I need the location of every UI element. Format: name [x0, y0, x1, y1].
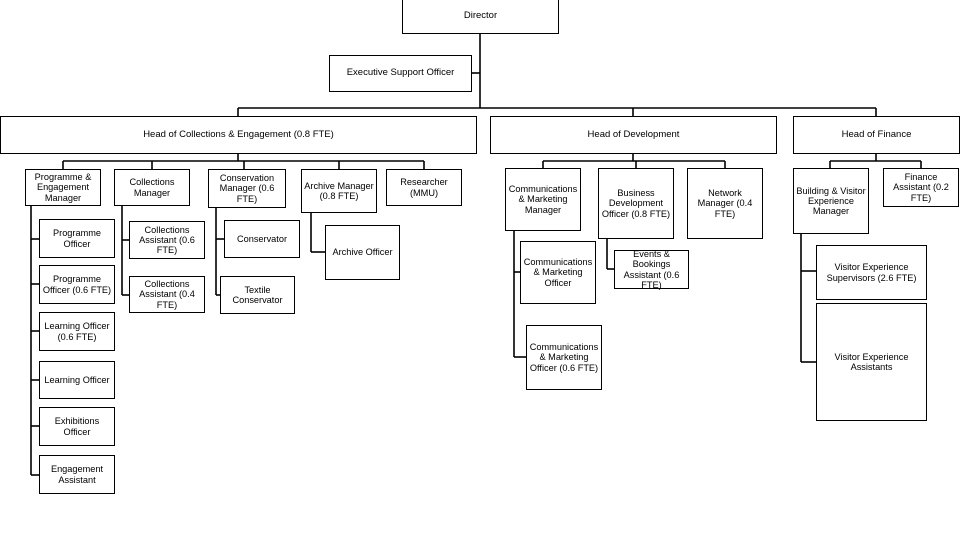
building-visitor-manager-box[interactable]: Building & Visitor Experience Manager [793, 168, 869, 234]
comms-manager-box[interactable]: Communications & Marketing Manager [505, 168, 581, 231]
learning-officer-box[interactable]: Learning Officer [39, 361, 115, 399]
exhibitions-officer-box[interactable]: Exhibitions Officer [39, 407, 115, 446]
finance-assistant-box[interactable]: Finance Assistant (0.2 FTE) [883, 168, 959, 207]
collections-assistant-2-box[interactable]: Collections Assistant (0.4 FTE) [129, 276, 205, 313]
archive-manager-box[interactable]: Archive Manager (0.8 FTE) [301, 169, 377, 213]
executive-support-box[interactable]: Executive Support Officer [329, 55, 472, 92]
conservation-manager-box[interactable]: Conservation Manager (0.6 FTE) [208, 169, 286, 208]
programme-manager-box[interactable]: Programme & Engagement Manager [25, 169, 101, 206]
visitor-assistants-box[interactable]: Visitor Experience Assistants [816, 303, 927, 421]
visitor-supervisors-box[interactable]: Visitor Experience Supervisors (2.6 FTE) [816, 245, 927, 300]
archive-officer-box[interactable]: Archive Officer [325, 225, 400, 280]
engagement-assistant-box[interactable]: Engagement Assistant [39, 455, 115, 494]
programme-officer-part-box[interactable]: Programme Officer (0.6 FTE) [39, 265, 115, 304]
programme-officer-box[interactable]: Programme Officer [39, 219, 115, 258]
researcher-box[interactable]: Researcher (MMU) [386, 169, 462, 206]
head-collections-box[interactable]: Head of Collections & Engagement (0.8 FT… [0, 116, 477, 154]
business-development-box[interactable]: Business Development Officer (0.8 FTE) [598, 168, 674, 239]
director-box[interactable]: Director [402, 0, 559, 34]
collections-manager-box[interactable]: Collections Manager [114, 169, 190, 206]
events-bookings-box[interactable]: Events & Bookings Assistant (0.6 FTE) [614, 249, 689, 290]
conservator-box[interactable]: Conservator [224, 220, 300, 258]
textile-conservator-box[interactable]: Textile Conservator [220, 276, 295, 314]
collections-assistant-1-box[interactable]: Collections Assistant (0.6 FTE) [129, 221, 205, 259]
learning-officer-part-box[interactable]: Learning Officer (0.6 FTE) [39, 312, 115, 351]
head-development-box[interactable]: Head of Development [490, 116, 777, 154]
comms-officer-part-box[interactable]: Communications & Marketing Officer (0.6 … [526, 325, 602, 390]
network-manager-box[interactable]: Network Manager (0.4 FTE) [687, 168, 763, 239]
comms-officer-box[interactable]: Communications & Marketing Officer [520, 241, 596, 304]
head-finance-box[interactable]: Head of Finance [793, 116, 960, 154]
